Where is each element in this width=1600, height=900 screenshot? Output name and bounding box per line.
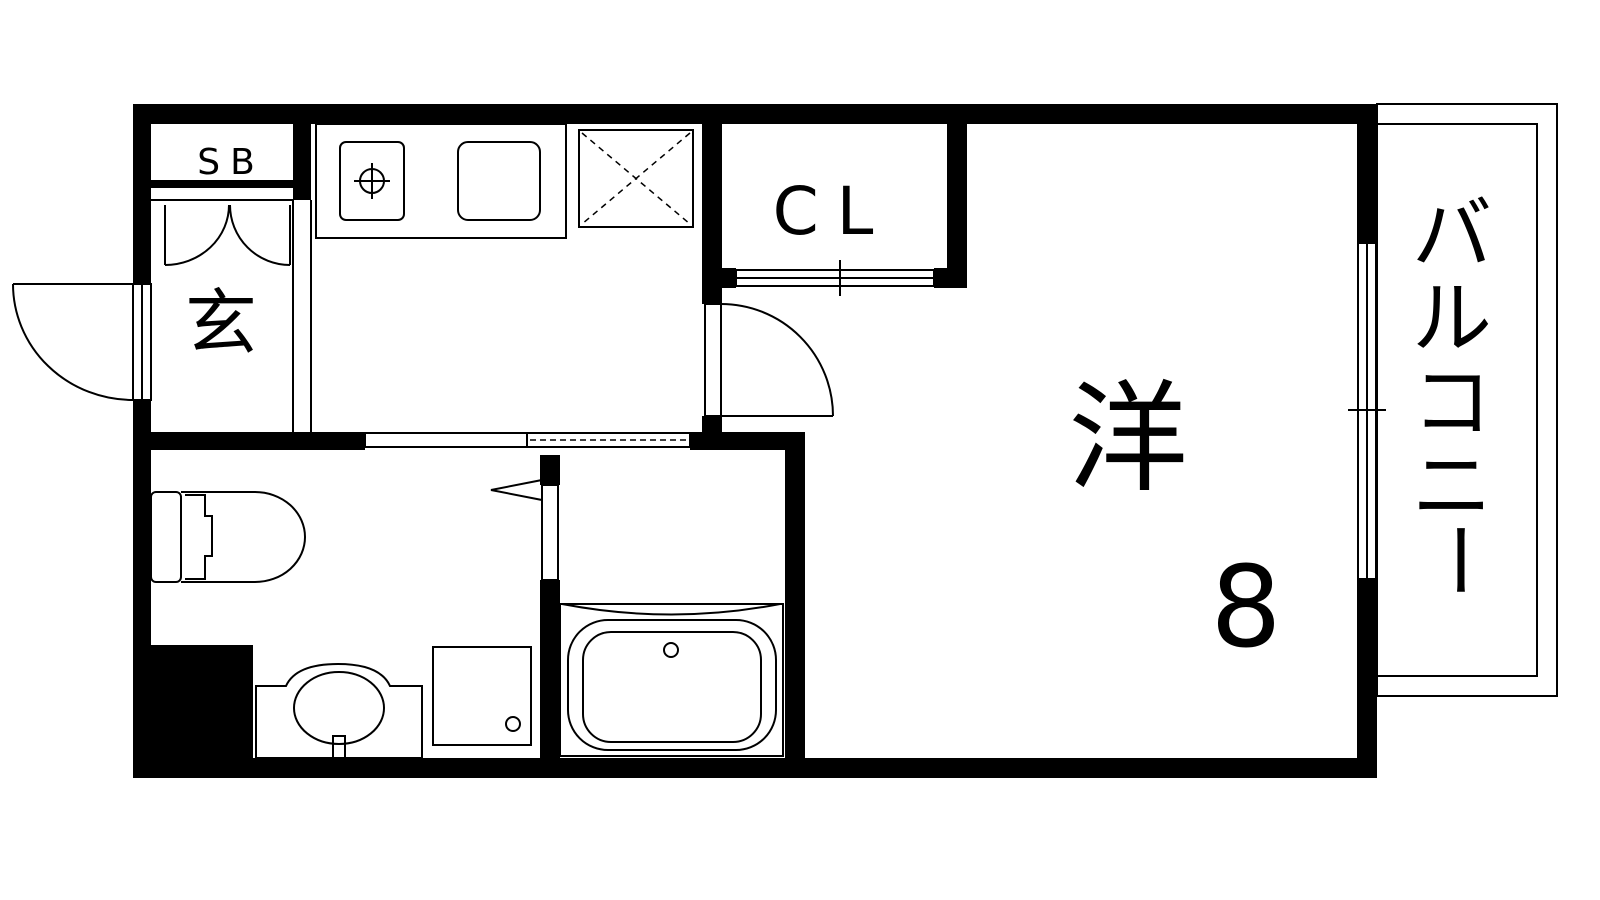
interior-walls	[133, 104, 967, 778]
balcony-char: ニ	[1412, 440, 1492, 533]
balcony-char: コ	[1412, 356, 1492, 449]
balcony-char: ー	[1411, 520, 1504, 600]
balcony-char: バ	[1412, 188, 1492, 281]
room-size-label: 8	[1210, 543, 1281, 673]
balcony-char: ル	[1412, 272, 1492, 365]
thin-lines	[12, 103, 1558, 759]
fridge-space-cross	[581, 132, 691, 225]
closet-label: CL	[773, 173, 892, 250]
western-room-label: 洋	[1068, 370, 1188, 509]
entrance-label: 玄	[185, 281, 257, 365]
balcony-label: バ ル コ ニ ー	[1411, 188, 1504, 600]
shoe-box-label: SB	[197, 142, 265, 183]
outer-walls	[133, 104, 1377, 778]
stove-burner-icon	[354, 163, 390, 199]
